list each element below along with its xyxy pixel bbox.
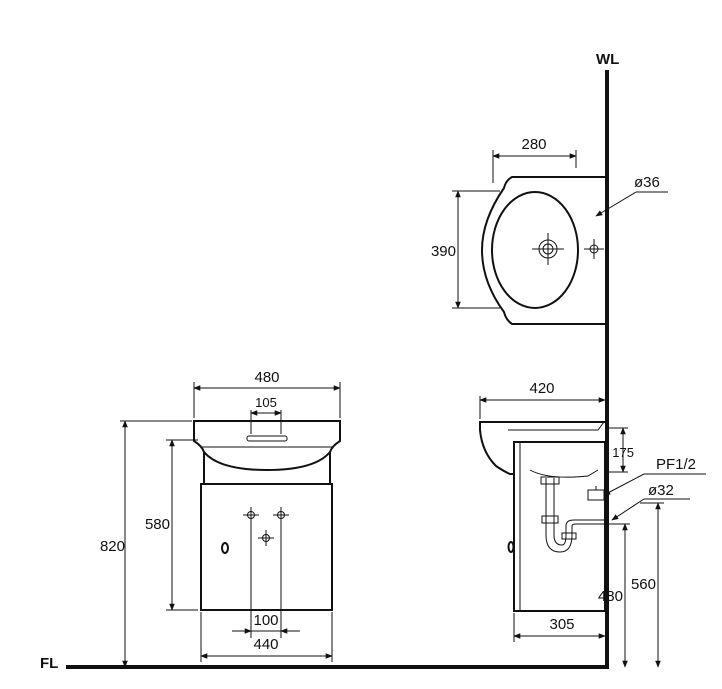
- dim-tap-spacing: 105: [255, 395, 277, 410]
- dim-cabinet-width: 440: [253, 636, 278, 653]
- dim-drain-diameter: ø32: [648, 482, 674, 499]
- dim-supply-height: 560: [631, 576, 656, 593]
- front-hole-marks: [243, 507, 289, 546]
- side-cabinet: [513, 441, 606, 612]
- connection-label: PF1/2: [656, 456, 696, 473]
- dim-total-height: 820: [100, 538, 125, 555]
- dim-side-projection: 420: [529, 380, 554, 397]
- front-view: 480 105 820 580 100 440: [100, 369, 341, 668]
- dim-drain-height: 480: [598, 588, 623, 605]
- top-view: 280 390 ø36: [431, 136, 668, 325]
- front-handle: [221, 542, 229, 554]
- side-basin: [479, 421, 607, 475]
- dim-hole-diameter: ø36: [634, 174, 660, 191]
- front-cabinet: [200, 483, 333, 611]
- front-overflow-slot: [246, 435, 288, 442]
- front-cabinet-upper: [203, 452, 331, 484]
- side-view: 420 175 PF1/2 ø32 305 480 560: [479, 380, 706, 668]
- dim-cabinet-height: 580: [145, 516, 170, 533]
- side-handle: [507, 541, 515, 553]
- floor-line-label: FL: [40, 655, 58, 672]
- wall-line-label: WL: [596, 51, 619, 68]
- dim-top-depth: 280: [521, 136, 546, 153]
- dim-cabinet-depth: 305: [549, 616, 574, 633]
- dim-basin-height: 175: [612, 445, 634, 460]
- side-bowl-outline: [529, 469, 599, 478]
- top-basin-bowl: [491, 191, 579, 309]
- dim-top-width: 390: [431, 243, 456, 260]
- side-siphon: [540, 476, 605, 553]
- side-basin-rim: [508, 421, 605, 431]
- dim-hole-spacing: 100: [253, 612, 278, 629]
- front-basin: [193, 420, 341, 472]
- top-basin-outline: [480, 176, 607, 325]
- dim-width-top: 480: [254, 369, 279, 386]
